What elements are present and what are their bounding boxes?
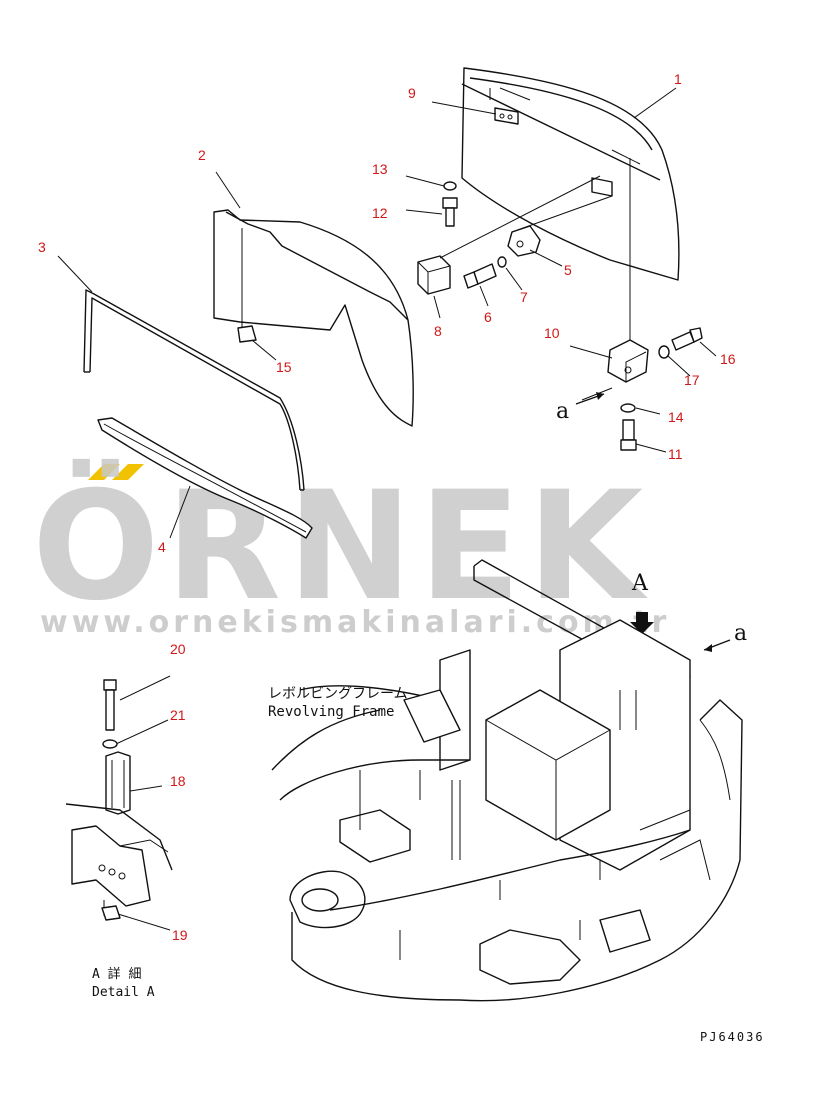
watermark-accent — [88, 464, 144, 480]
part-6-bolt — [463, 263, 497, 289]
callout-14: 14 — [668, 409, 684, 425]
part-10-latch — [607, 339, 649, 383]
part-15-clip — [237, 325, 257, 343]
callout-5: 5 — [564, 262, 572, 278]
callout-21: 21 — [170, 707, 186, 723]
part-11-bolt — [620, 419, 637, 451]
callout-15: 15 — [276, 359, 292, 375]
callout-8: 8 — [434, 323, 442, 339]
callout-19: 19 — [172, 927, 188, 943]
view-marker-a-left: a — [556, 392, 605, 424]
part-12-bolt — [442, 197, 458, 227]
frame-label: レボルビングフレーム Revolving Frame — [268, 686, 408, 720]
svg-text:a: a — [734, 621, 747, 646]
view-marker-A: A — [630, 571, 654, 634]
part-9-bracket — [494, 107, 519, 125]
part-1-cover — [461, 67, 680, 345]
svg-text:a: a — [556, 399, 569, 424]
watermark-brand: ÖRNEK — [32, 458, 649, 634]
callout-16: 16 — [720, 351, 736, 367]
callout-11: 11 — [668, 446, 683, 462]
watermark-url: www.ornekismakinalari.com.tr — [40, 605, 670, 640]
callout-1: 1 — [674, 71, 682, 87]
detail-a-drawing — [65, 679, 173, 921]
part-17-washer — [658, 345, 670, 359]
callout-10: 10 — [544, 325, 560, 341]
leader-lines — [57, 87, 717, 931]
part-4-seal — [97, 417, 313, 539]
callout-13: 13 — [372, 161, 388, 177]
detail-a-label: A 詳 細 Detail A — [92, 966, 155, 1000]
callout-12: 12 — [372, 205, 388, 221]
callout-7: 7 — [520, 289, 528, 305]
part-16-bolt — [671, 327, 703, 351]
callout-20: 20 — [170, 641, 186, 657]
callout-3: 3 — [38, 239, 46, 255]
view-marker-a-right: a — [703, 621, 747, 652]
callout-9: 9 — [408, 85, 416, 101]
part-3-frame — [83, 289, 305, 491]
part-5-hinge — [507, 195, 613, 257]
revolving-frame — [271, 559, 743, 1002]
callouts: 1 2 3 4 5 6 7 8 9 10 11 12 13 14 15 16 1… — [38, 71, 736, 943]
callout-6: 6 — [484, 309, 492, 325]
part-8-block — [417, 175, 601, 295]
svg-text:A: A — [631, 571, 649, 596]
watermark: ÖRNEK www.ornekismakinalari.com.tr — [32, 458, 670, 640]
callout-17: 17 — [684, 372, 700, 388]
detail-label-jp: A 詳 細 — [92, 966, 141, 982]
drawing-code: PJ64036 — [700, 1030, 765, 1044]
callout-4: 4 — [158, 539, 166, 555]
part-7-washer — [497, 256, 507, 268]
callout-2: 2 — [198, 147, 206, 163]
detail-label-en: Detail A — [92, 985, 155, 1000]
frame-label-en: Revolving Frame — [268, 704, 394, 720]
part-13-washer — [443, 181, 457, 191]
part-14-washer — [620, 403, 636, 413]
callout-18: 18 — [170, 773, 186, 789]
frame-label-jp: レボルビングフレーム — [268, 686, 408, 702]
part-2-panel — [213, 209, 414, 427]
